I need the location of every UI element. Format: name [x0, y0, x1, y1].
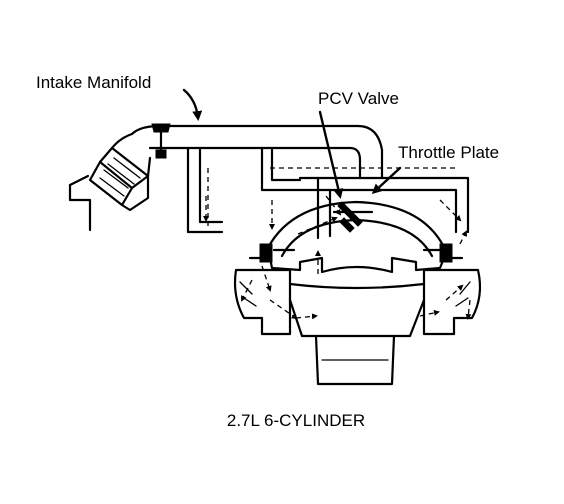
intake-manifold-tube — [130, 123, 384, 234]
crossover-arch — [262, 200, 450, 258]
air-cleaner — [68, 132, 152, 232]
throttle-plate-label: Throttle Plate — [398, 143, 499, 162]
intake-manifold-label: Intake Manifold — [36, 73, 151, 92]
engine-block — [233, 256, 482, 386]
pcv-valve-label: PCV Valve — [318, 89, 399, 108]
flow-arrows — [203, 195, 472, 320]
diagram-caption: 2.7L 6-CYLINDER — [227, 411, 365, 430]
pcv-valve-part — [259, 217, 453, 263]
throttle-plate-pointer — [371, 166, 402, 195]
intake-manifold-pointer — [182, 88, 203, 121]
pcv-valve-pointer — [318, 110, 344, 199]
